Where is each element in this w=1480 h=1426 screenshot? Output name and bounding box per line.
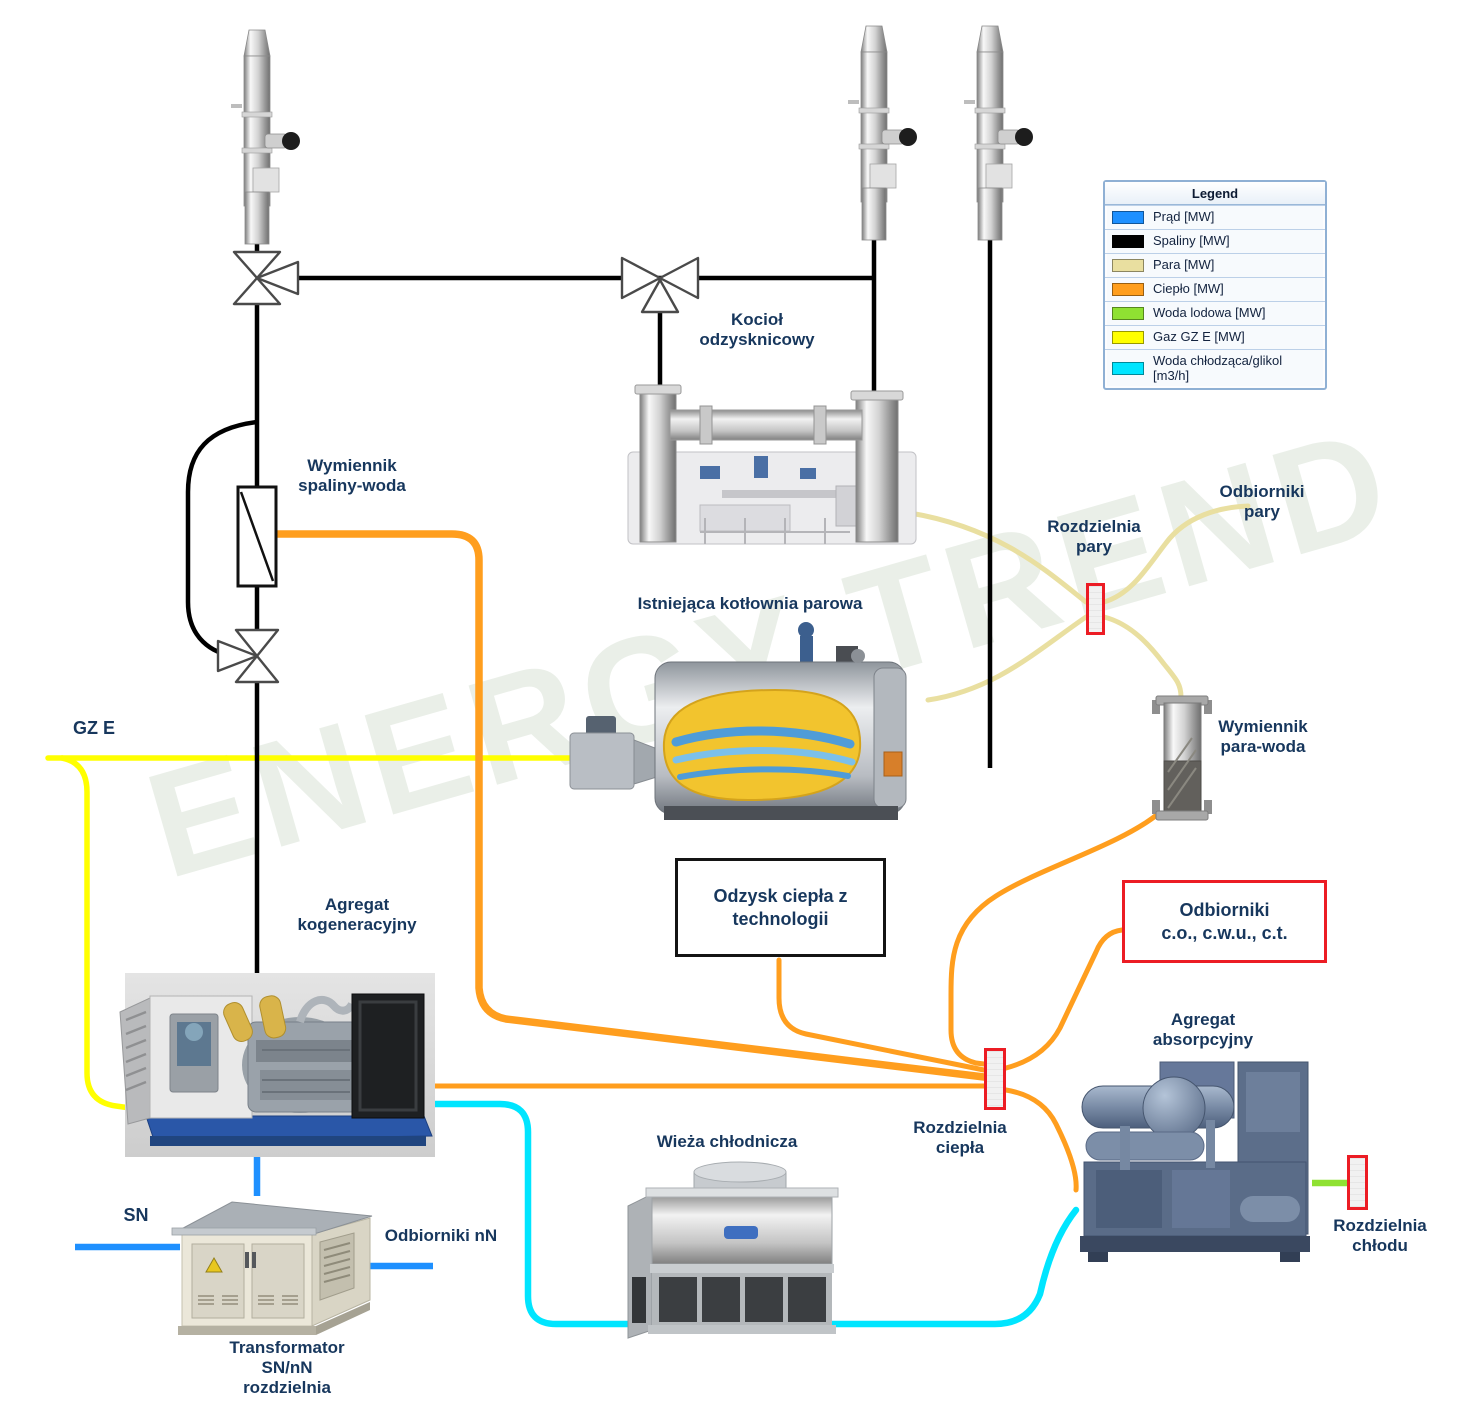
legend-item-label: Gaz GZ E [MW] [1153,328,1245,344]
legend-item-label: Para [MW] [1153,256,1215,272]
legend-item: Ciepło [MW] [1105,276,1325,301]
steam-line-boiler-to-manifold [925,614,1089,703]
process-heat-recovery-box: Odzysk ciepła z technologii [675,858,886,957]
heat-line-fluegas-exchanger [272,530,988,1081]
heat-line-to-receivers [1003,927,1125,1071]
legend-item: Spaliny [MW] [1105,228,1325,253]
legend: Legend Prąd [MW] Spaliny [MW] Para [MW] … [1103,180,1327,390]
color-swatch [1112,282,1144,296]
three-way-valve-icon [216,628,280,684]
legend-item: Para [MW] [1105,252,1325,277]
legend-title: Legend [1105,182,1325,205]
three-way-valve-icon [232,250,300,306]
color-swatch [1112,330,1144,344]
label-sn: SN [123,1205,149,1225]
absorption-chiller-illustration [1080,1061,1310,1262]
label-cogeneration-unit: Agregat kogeneracyjny [297,895,417,935]
chimney-icon [847,25,918,241]
label-steam-water-exchanger: Wymiennik para-woda [1218,717,1308,757]
legend-item-label: Spaliny [MW] [1153,232,1230,248]
color-swatch [1112,306,1144,320]
heat-line-process-recovery [776,957,987,1073]
steam-line-recovery-to-manifold [907,510,1089,605]
steam-line-manifold-to-exchanger [1101,614,1184,700]
heat-manifold-node [984,1048,1006,1110]
steam-manifold-node [1086,583,1105,635]
legend-item-label: Prąd [MW] [1153,209,1215,224]
label-nn-receivers: Odbiorniki nN [384,1226,498,1245]
color-swatch [1112,258,1144,272]
label-fluegas-water-exchanger: Wymiennik spaliny-woda [298,456,406,496]
legend-item: Woda lodowa [MW] [1105,300,1325,325]
legend-item: Prąd [MW] [1105,205,1325,229]
steam-line-manifold-to-receivers [1101,503,1251,605]
steam-water-exchanger-illustration [1152,695,1212,821]
flue-bypass [185,419,258,659]
legend-item-label: Woda lodowa [MW] [1153,304,1266,320]
label-cooling-tower: Wieża chłodnicza [656,1132,798,1151]
label-gas-supply: GZ E [72,718,116,738]
color-swatch [1112,210,1144,224]
legend-item: Woda chłodząca/glikol [m3/h] [1105,348,1325,388]
steam-boiler-illustration [569,622,907,820]
cooling-tower-illustration [627,1161,839,1339]
fluegas-water-exchanger-icon [236,485,278,588]
cold-manifold-node [1347,1155,1368,1210]
heat-line-steam-exchanger [948,811,1161,1067]
legend-item: Gaz GZ E [MW] [1105,324,1325,349]
chimney-icon [230,29,301,245]
label-absorption-chiller: Agregat absorpcyjny [1152,1010,1254,1050]
chimney-icon [963,25,1034,241]
cogeneration-unit-illustration [119,973,435,1157]
color-swatch [1112,234,1144,248]
label-heat-manifold: Rozdzielnia ciepła [913,1118,1007,1158]
legend-item-label: Woda chłodząca/glikol [m3/h] [1153,352,1283,383]
label-recovery-boiler: Kocioł odzysknicowy [699,310,815,350]
legend-item-label: Ciepło [MW] [1153,280,1224,296]
transformer-illustration [171,1201,373,1335]
label-cold-manifold: Rozdzielnia chłodu [1333,1216,1427,1256]
color-swatch [1112,362,1144,376]
three-way-valve-icon [620,256,700,314]
recovery-boiler-illustration [627,384,917,545]
heat-receivers-box: Odbiorniki c.o., c.w.u., c.t. [1122,880,1327,963]
label-transformer: Transformator SN/nN rozdzielnia [229,1338,345,1398]
label-steam-manifold: Rozdzielnia pary [1047,517,1141,557]
heat-line-to-chiller [1003,1087,1079,1193]
label-steam-receivers: Odbiorniki pary [1219,482,1305,522]
label-existing-steam-boiler: Istniejąca kotłownia parowa [637,594,863,613]
gas-line-to-genset [59,755,133,1111]
